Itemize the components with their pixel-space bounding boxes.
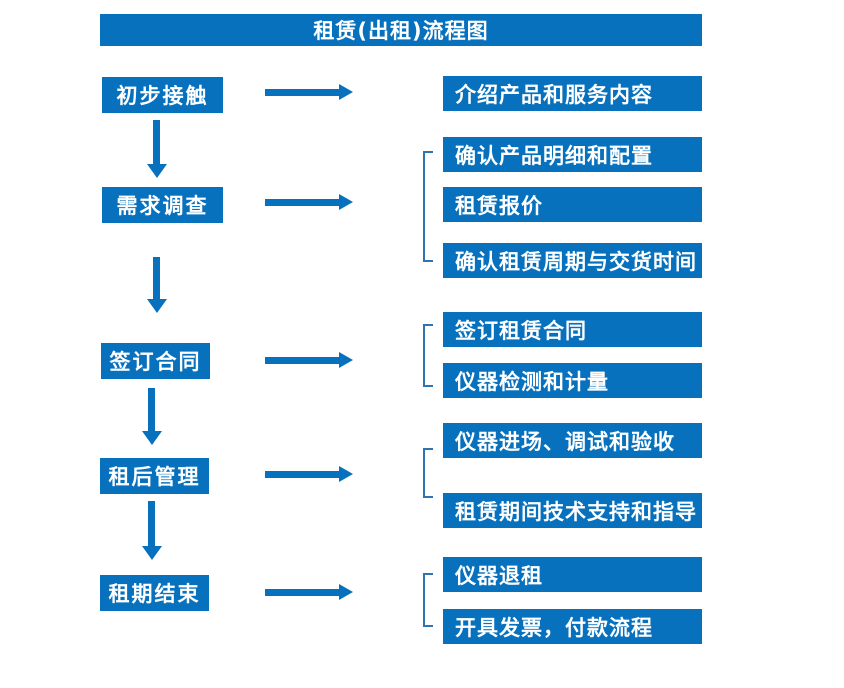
detail-box-rental-quotation: 租赁报价 [443,187,702,222]
down-arrow-shaft [153,120,160,166]
right-arrow-shaft [265,589,341,596]
step-box-post-rental-management: 租后管理 [100,458,209,494]
right-arrow-icon [265,464,353,484]
down-arrow-shaft [148,388,155,433]
down-arrow-shaft [148,501,155,548]
step-box-initial-contact: 初步接触 [102,77,223,113]
detail-box-instrument-acceptance: 仪器进场、调试和验收 [443,423,702,458]
down-arrow-icon [142,501,162,560]
detail-box-sign-rental-contract: 签订租赁合同 [443,312,702,347]
down-arrow-icon [147,120,167,178]
diagram-title: 租赁(出租)流程图 [313,19,489,43]
down-arrow-head [147,164,167,178]
right-arrow-icon [265,82,353,102]
right-arrow-icon [265,582,353,602]
down-arrow-head [142,546,162,560]
detail-box-introduce-products: 介绍产品和服务内容 [443,76,702,111]
step-box-demand-survey: 需求调查 [102,187,223,223]
right-arrow-head [339,584,353,600]
right-arrow-head [339,466,353,482]
detail-box-instrument-return: 仪器退租 [443,557,702,592]
detail-box-instrument-testing: 仪器检测和计量 [443,363,702,398]
group-bracket-sign-contract [423,324,433,387]
detail-box-technical-support: 租赁期间技术支持和指导 [443,493,702,528]
diagram-title-bar: 租赁(出租)流程图 [100,14,702,46]
down-arrow-shaft [153,257,160,301]
detail-box-confirm-period-delivery: 确认租赁周期与交货时间 [443,243,702,278]
group-bracket-rental-end [423,573,433,627]
right-arrow-shaft [265,199,341,206]
down-arrow-head [147,299,167,313]
right-arrow-shaft [265,89,341,96]
right-arrow-head [339,352,353,368]
right-arrow-head [339,194,353,210]
down-arrow-icon [142,388,162,445]
right-arrow-shaft [265,357,341,364]
down-arrow-head [142,431,162,445]
right-arrow-shaft [265,471,341,478]
step-box-rental-end: 租期结束 [100,575,209,611]
step-box-sign-contract: 签订合同 [101,343,210,379]
down-arrow-icon [147,257,167,313]
detail-box-confirm-product-config: 确认产品明细和配置 [443,137,702,172]
group-bracket-post-rental [423,448,433,498]
right-arrow-icon [265,350,353,370]
detail-box-invoice-payment: 开具发票，付款流程 [443,609,702,644]
right-arrow-icon [265,192,353,212]
group-bracket-demand-survey [423,151,433,262]
right-arrow-head [339,84,353,100]
